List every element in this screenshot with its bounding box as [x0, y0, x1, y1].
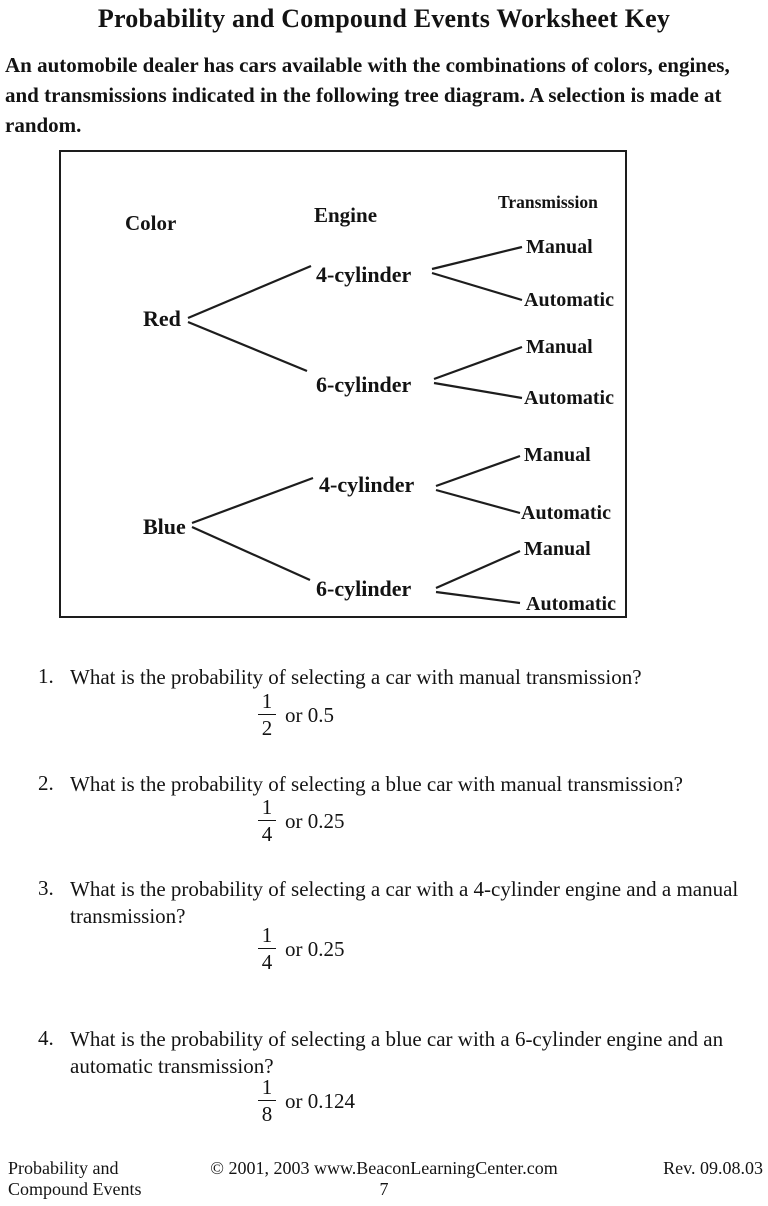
question-3-text: What is the probability of selecting a c…	[70, 877, 739, 928]
header-color: Color	[125, 211, 176, 235]
question-1-number: 1.	[38, 664, 54, 688]
leaf-red6-manual: Manual	[526, 336, 593, 358]
tree-diagram-box: Color Engine Transmission Red 4-cylinder…	[59, 150, 627, 618]
question-2-number: 2.	[38, 771, 54, 795]
fraction-numerator: 1	[258, 1076, 276, 1101]
fraction-denominator: 8	[261, 1102, 273, 1126]
branch-red4-manual	[431, 245, 523, 271]
leaf-red4-manual: Manual	[526, 236, 593, 258]
branch-blue6-manual	[435, 549, 521, 590]
leaf-blue6-automatic: Automatic	[526, 593, 616, 615]
leaf-red4-automatic: Automatic	[524, 289, 614, 311]
footer-left-line1: Probability and	[8, 1158, 119, 1178]
branch-blue-6cyl	[191, 525, 311, 582]
fraction-numerator: 1	[258, 690, 276, 715]
question-1-answer-decimal: or 0.5	[285, 702, 334, 727]
tree-diagram: Color Engine Transmission Red 4-cylinder…	[125, 192, 616, 615]
footer-page-number: 7	[379, 1179, 389, 1199]
branch-red4-automatic	[431, 271, 523, 302]
question-1-answer: 1 2 or 0.5	[258, 690, 334, 740]
question-3-fraction: 1 4	[258, 924, 276, 974]
branch-red6-automatic	[433, 381, 523, 400]
branch-red-6cyl	[187, 320, 308, 373]
branch-red6-manual	[433, 345, 523, 381]
question-3-number: 3.	[38, 876, 54, 900]
branch-blue-4cyl	[191, 476, 314, 525]
node-red-6cyl: 6-cylinder	[316, 372, 412, 397]
footer-left-line2: Compound Events	[8, 1179, 142, 1199]
branch-blue4-automatic	[435, 488, 521, 515]
question-1-text: What is the probability of selecting a c…	[70, 665, 642, 689]
question-2-answer: 1 4 or 0.25	[258, 796, 345, 846]
question-4-answer-decimal: or 0.124	[285, 1088, 355, 1113]
question-4-number: 4.	[38, 1026, 54, 1050]
page-title: Probability and Compound Events Workshee…	[97, 4, 671, 33]
leaf-red6-automatic: Automatic	[524, 387, 614, 409]
question-4-answer: 1 8 or 0.124	[258, 1076, 355, 1126]
question-1-fraction: 1 2	[258, 690, 276, 740]
question-2-fraction: 1 4	[258, 796, 276, 846]
node-red-4cyl: 4-cylinder	[316, 262, 412, 287]
footer-document-name: Probability and Compound Events	[8, 1158, 142, 1200]
fraction-denominator: 2	[261, 716, 273, 740]
question-3-answer: 1 4 or 0.25	[258, 924, 345, 974]
node-blue-4cyl: 4-cylinder	[319, 472, 415, 497]
footer-copyright: © 2001, 2003 www.BeaconLearningCenter.co…	[210, 1158, 558, 1178]
footer-center: © 2001, 2003 www.BeaconLearningCenter.co…	[0, 1158, 768, 1200]
question-2-answer-decimal: or 0.25	[285, 808, 345, 833]
node-blue-6cyl: 6-cylinder	[316, 576, 412, 601]
fraction-numerator: 1	[258, 796, 276, 821]
header-transmission: Transmission	[498, 192, 598, 212]
node-red: Red	[143, 306, 181, 331]
node-blue: Blue	[143, 514, 186, 539]
question-4-text: What is the probability of selecting a b…	[70, 1027, 724, 1078]
intro-paragraph: An automobile dealer has cars available …	[5, 53, 730, 137]
question-4-fraction: 1 8	[258, 1076, 276, 1126]
question-3-answer-decimal: or 0.25	[285, 936, 345, 961]
question-2-text: What is the probability of selecting a b…	[70, 772, 683, 796]
branch-blue6-automatic	[435, 590, 521, 605]
leaf-blue4-manual: Manual	[524, 444, 591, 466]
leaf-blue6-manual: Manual	[524, 538, 591, 560]
footer-revision: Rev. 09.08.03	[663, 1158, 763, 1178]
branch-red-4cyl	[187, 264, 312, 320]
fraction-denominator: 4	[261, 950, 273, 974]
header-engine: Engine	[314, 203, 377, 227]
leaf-blue4-automatic: Automatic	[521, 502, 611, 524]
branch-blue4-manual	[435, 454, 521, 488]
fraction-denominator: 4	[261, 822, 273, 846]
fraction-numerator: 1	[258, 924, 276, 949]
